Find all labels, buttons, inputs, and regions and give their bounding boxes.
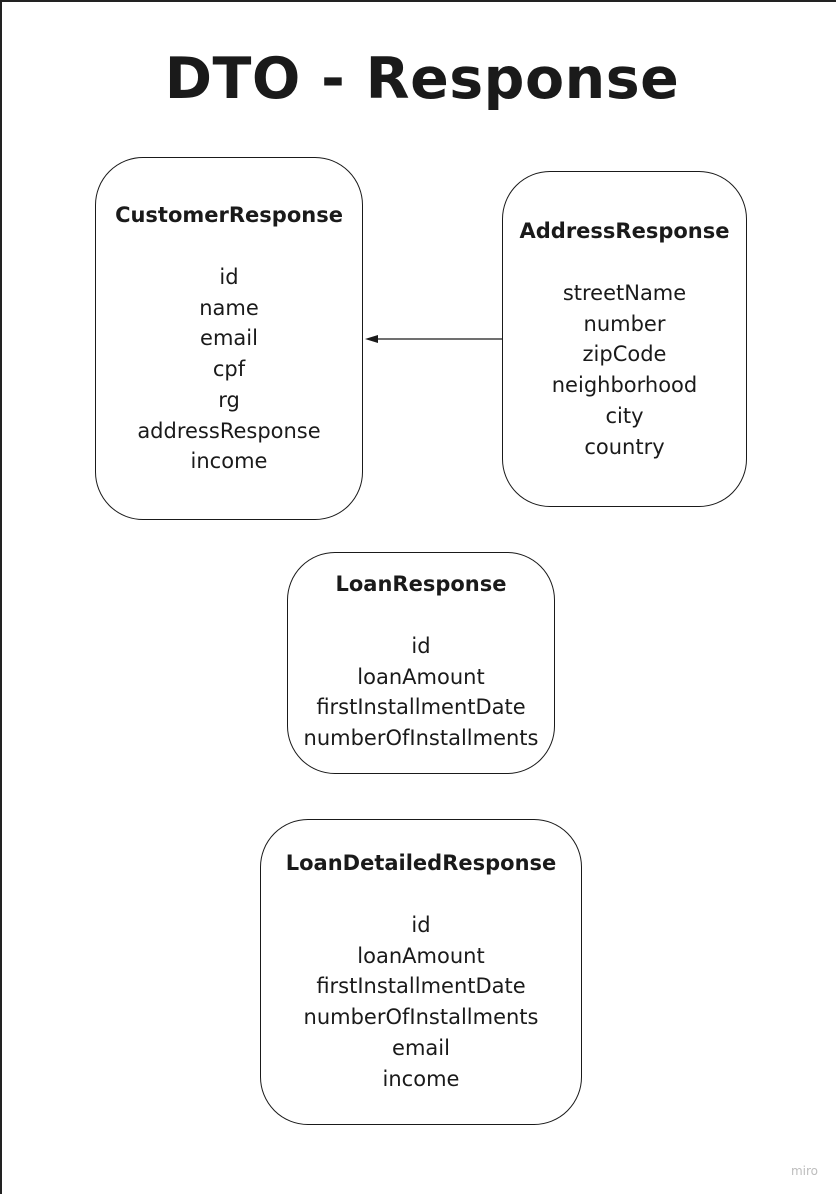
customer-response-box[interactable]: CustomerResponse id name email cpf rg ad… bbox=[95, 157, 363, 520]
arrowhead-icon bbox=[365, 335, 378, 343]
box-title: LoanDetailedResponse bbox=[285, 851, 557, 875]
field-item: firstInstallmentDate bbox=[316, 695, 526, 720]
field-item: streetName bbox=[562, 281, 687, 305]
field-item: income bbox=[382, 1066, 460, 1091]
box-title: AddressResponse bbox=[519, 219, 730, 243]
loan-detailed-response-box[interactable]: LoanDetailedResponse id loanAmount first… bbox=[260, 819, 582, 1125]
field-item: cpf bbox=[212, 357, 246, 382]
field-item: income bbox=[190, 449, 268, 474]
field-item: loanAmount bbox=[357, 943, 485, 968]
field-item: number bbox=[583, 311, 666, 336]
field-item: email bbox=[392, 1035, 450, 1060]
field-item: email bbox=[200, 326, 258, 351]
field-item: numberOfInstallments bbox=[303, 1005, 539, 1030]
field-item: loanAmount bbox=[357, 664, 485, 689]
field-item: neighborhood bbox=[551, 373, 698, 398]
field-item: id bbox=[411, 634, 431, 658]
field-item: firstInstallmentDate bbox=[316, 974, 526, 999]
field-item: rg bbox=[218, 387, 240, 412]
field-item: country bbox=[584, 434, 665, 459]
field-list: id loanAmount firstInstallmentDate numbe… bbox=[261, 910, 581, 1094]
field-item: id bbox=[219, 265, 239, 289]
address-response-box[interactable]: AddressResponse streetName number zipCod… bbox=[502, 171, 747, 507]
field-item: name bbox=[199, 295, 259, 320]
field-list: id name email cpf rg addressResponse inc… bbox=[96, 262, 362, 477]
miro-watermark: miro bbox=[790, 1164, 818, 1178]
diagram-title: DTO - Response bbox=[164, 46, 680, 112]
box-title: CustomerResponse bbox=[115, 203, 343, 227]
field-item: zipCode bbox=[582, 342, 667, 367]
field-item: numberOfInstallments bbox=[303, 726, 539, 751]
loan-response-box[interactable]: LoanResponse id loanAmount firstInstallm… bbox=[287, 552, 555, 774]
field-item: id bbox=[411, 913, 431, 937]
field-list: id loanAmount firstInstallmentDate numbe… bbox=[288, 631, 554, 754]
field-item: addressResponse bbox=[137, 418, 321, 443]
field-item: city bbox=[605, 403, 644, 428]
field-list: streetName number zipCode neighborhood c… bbox=[503, 278, 746, 462]
box-title: LoanResponse bbox=[335, 572, 507, 596]
